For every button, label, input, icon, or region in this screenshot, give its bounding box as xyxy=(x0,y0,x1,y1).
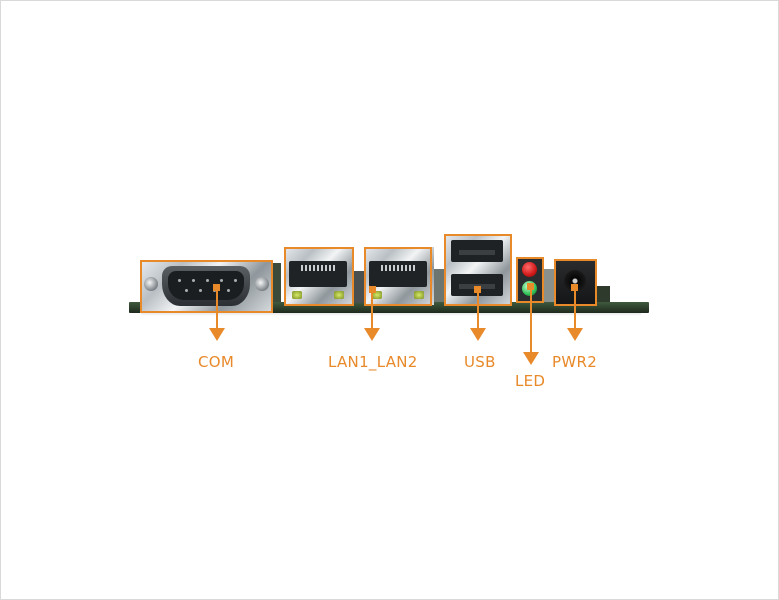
arrow-down-icon xyxy=(567,328,583,341)
callout-dot xyxy=(527,283,534,290)
screw-icon xyxy=(255,277,269,291)
usb-socket-top xyxy=(451,240,503,262)
pcb-component xyxy=(541,269,555,303)
com-port xyxy=(140,260,273,312)
usb-port xyxy=(444,234,512,306)
pcb-component xyxy=(596,286,610,304)
arrow-down-icon xyxy=(470,328,486,341)
lan-led-icon xyxy=(334,291,344,299)
pcb-shadow xyxy=(141,313,641,316)
db9-pin-field xyxy=(168,271,244,300)
arrow-down-icon xyxy=(209,328,225,341)
callout-line xyxy=(530,288,532,354)
screw-icon xyxy=(144,277,158,291)
label-pwr2: PWR2 xyxy=(552,353,598,371)
power-jack-hole xyxy=(564,270,586,292)
lan2-port xyxy=(364,247,434,305)
callout-dot xyxy=(571,284,578,291)
callout-dot xyxy=(369,286,376,293)
label-usb: USB xyxy=(464,353,496,371)
callout-line xyxy=(574,289,576,329)
label-led: LED xyxy=(515,372,546,390)
callout-dot xyxy=(474,286,481,293)
callout-line xyxy=(371,291,373,329)
lan2-highlight xyxy=(364,247,432,306)
lan-divider xyxy=(354,271,364,303)
label-lan: LAN1_LAN2 xyxy=(328,353,418,371)
com-highlight xyxy=(140,260,273,313)
lan1-highlight xyxy=(284,247,354,306)
pcb-board xyxy=(129,302,649,313)
pcb-component xyxy=(432,269,444,303)
lan-led-icon xyxy=(372,291,382,299)
arrow-down-icon xyxy=(523,352,539,365)
lan1-port xyxy=(284,247,354,305)
red-led-icon xyxy=(522,262,537,277)
callout-dot xyxy=(213,284,220,291)
callout-line xyxy=(477,291,479,329)
db9-shell xyxy=(162,266,250,306)
callout-line xyxy=(216,289,218,329)
rj45-socket xyxy=(289,261,347,287)
arrow-down-icon xyxy=(364,328,380,341)
lan-led-icon xyxy=(414,291,424,299)
label-com: COM xyxy=(198,353,235,371)
lan-led-icon xyxy=(292,291,302,299)
rj45-socket xyxy=(369,261,427,287)
